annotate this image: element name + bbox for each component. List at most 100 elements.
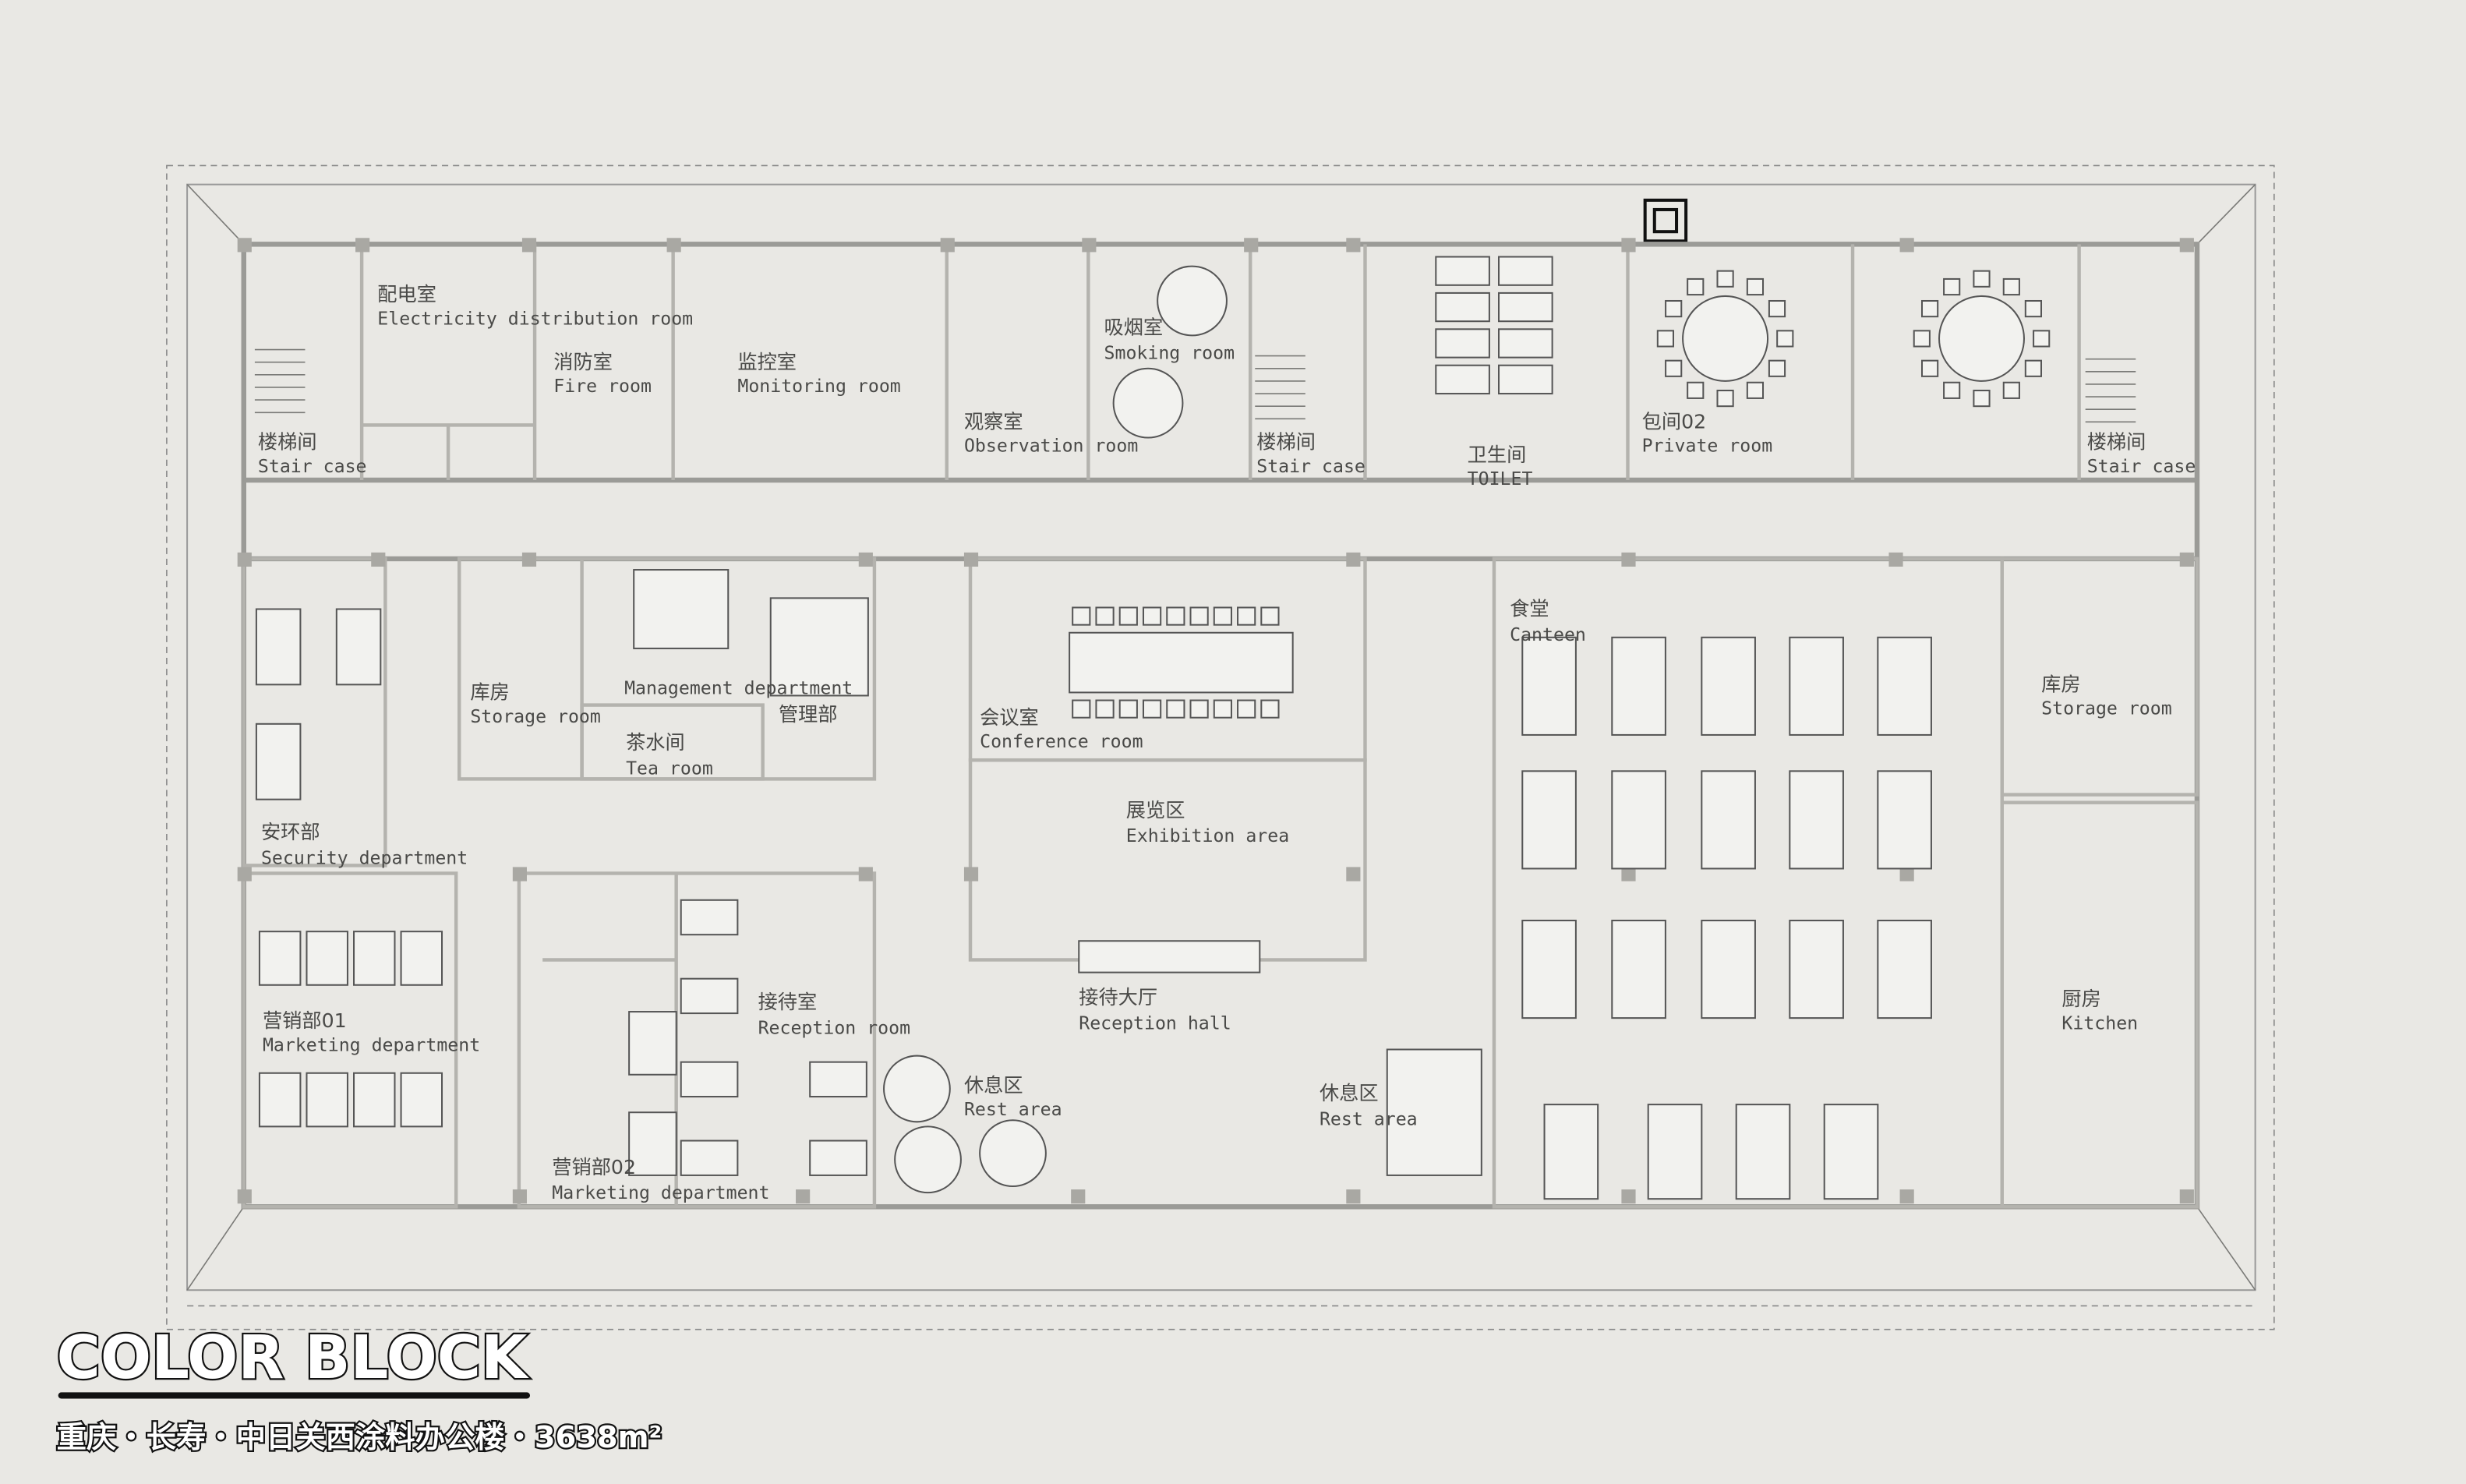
chair xyxy=(1665,299,1683,318)
chair xyxy=(1768,299,1786,318)
room-management: Management department 管理部 xyxy=(624,677,853,725)
chair xyxy=(1746,277,1765,296)
svg-text:营销部02: 营销部02 xyxy=(552,1156,636,1178)
chair xyxy=(1913,330,1931,348)
chair xyxy=(1237,606,1256,626)
office-desk xyxy=(258,931,302,986)
toilet-stall xyxy=(1498,364,1553,395)
chair xyxy=(1213,606,1232,626)
toilet-stall xyxy=(1435,328,1490,359)
column xyxy=(521,552,537,567)
sofa xyxy=(680,899,739,936)
column xyxy=(512,1189,527,1204)
svg-text:吸烟室: 吸烟室 xyxy=(1104,316,1164,338)
sofa xyxy=(809,1140,867,1176)
svg-text:休息区: 休息区 xyxy=(964,1074,1023,1097)
round-table xyxy=(1682,295,1769,382)
column xyxy=(1621,1189,1636,1204)
chair xyxy=(1768,359,1786,377)
svg-text:监控室: 监控室 xyxy=(737,351,797,373)
svg-text:Canteen: Canteen xyxy=(1510,624,1586,645)
column xyxy=(1621,867,1636,882)
office-desk xyxy=(258,1072,302,1128)
management-desks xyxy=(633,569,730,649)
svg-text:观察室: 观察室 xyxy=(964,410,1023,433)
column xyxy=(355,238,370,253)
svg-text:Smoking room: Smoking room xyxy=(1104,343,1235,364)
svg-text:管理部: 管理部 xyxy=(779,703,838,726)
svg-text:Management department: Management department xyxy=(624,677,853,698)
furniture xyxy=(254,256,2136,1200)
column xyxy=(1071,1189,1086,1204)
chair xyxy=(1687,277,1705,296)
svg-text:库房: 库房 xyxy=(470,681,509,704)
column xyxy=(1082,238,1097,253)
column xyxy=(796,1189,811,1204)
canteen-table xyxy=(1877,636,1932,736)
structural-columns xyxy=(237,238,2194,1204)
column xyxy=(237,552,252,567)
svg-text:Electricity distribution room: Electricity distribution room xyxy=(377,308,693,329)
svg-text:营销部01: 营销部01 xyxy=(263,1009,347,1032)
column xyxy=(1621,552,1636,567)
svg-text:Storage room: Storage room xyxy=(470,706,601,727)
canteen-table xyxy=(1877,920,1932,1019)
toilet-stall xyxy=(1498,292,1553,323)
chair xyxy=(1095,606,1115,626)
office-desk xyxy=(400,1072,443,1128)
chair xyxy=(1118,606,1138,626)
chair xyxy=(1166,699,1185,719)
chair xyxy=(2002,381,2020,399)
sofa xyxy=(680,977,739,1015)
office-desk xyxy=(255,723,302,800)
column xyxy=(237,1189,252,1204)
svg-text:包间02: 包间02 xyxy=(1642,410,1707,433)
management-sofa-set xyxy=(769,597,869,697)
project-subtitle: 重庆・长寿・中日关西涂料办公楼・3638m² xyxy=(57,1420,662,1455)
toilet-stall xyxy=(1435,256,1490,286)
chair xyxy=(1920,359,1939,377)
svg-text:Reception hall: Reception hall xyxy=(1079,1012,1231,1034)
toilet-stall xyxy=(1498,328,1553,359)
column xyxy=(1621,238,1636,253)
chair xyxy=(1142,606,1162,626)
column xyxy=(512,867,527,882)
chair xyxy=(1943,277,1961,296)
column xyxy=(1346,238,1361,253)
column xyxy=(858,552,873,567)
chair xyxy=(1716,270,1734,288)
chair xyxy=(1943,381,1961,399)
canteen-table xyxy=(1877,770,1932,870)
canteen-table xyxy=(1611,636,1666,736)
chair xyxy=(1095,699,1115,719)
svg-text:Stair case: Stair case xyxy=(1256,456,1365,477)
chair xyxy=(1166,606,1185,626)
chair xyxy=(1656,330,1675,348)
terrace-outline xyxy=(186,183,2256,1291)
chair xyxy=(2024,359,2043,377)
canteen-table xyxy=(1823,1104,1879,1200)
svg-text:Fire room: Fire room xyxy=(553,376,652,397)
office-desk xyxy=(353,1072,396,1128)
room-smoking: 吸烟室 Smoking room xyxy=(1104,316,1235,363)
svg-text:Tea room: Tea room xyxy=(626,758,713,779)
canteen-table xyxy=(1611,920,1666,1019)
office-desk xyxy=(628,1011,677,1076)
toilet-stall xyxy=(1435,364,1490,395)
svg-text:Marketing department: Marketing department xyxy=(263,1035,480,1056)
column-marker xyxy=(1643,198,1688,243)
chair xyxy=(1746,381,1765,399)
